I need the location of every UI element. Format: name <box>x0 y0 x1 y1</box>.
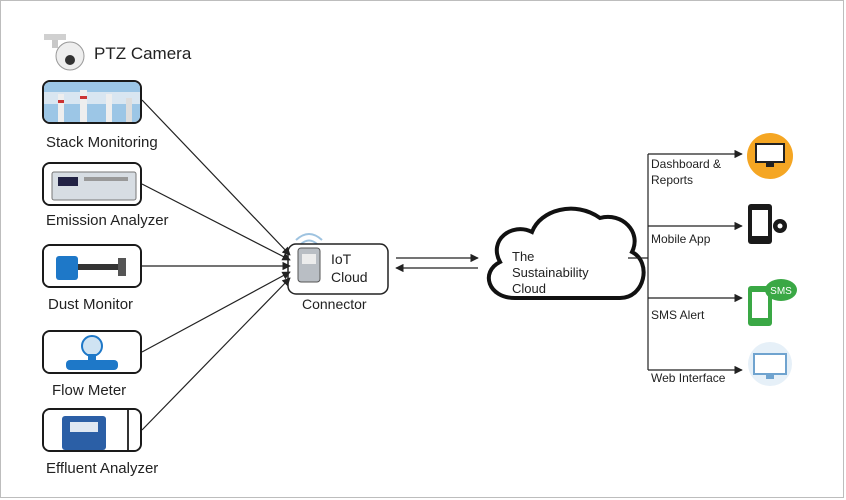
sustainability-cloud-shape <box>487 206 646 300</box>
arrow-emission-to-connector <box>141 183 291 261</box>
flow-meter-label: Flow Meter <box>52 382 127 399</box>
cloud-label-line1: The <box>512 249 535 264</box>
web-interface-label: Web Interface <box>651 371 726 385</box>
stack-monitoring-label: Stack Monitoring <box>46 134 158 151</box>
emission-analyzer-label: Emission Analyzer <box>46 212 169 229</box>
dashboard-label-line2: Reports <box>651 173 694 187</box>
cloud-label-line3: Cloud <box>512 281 546 296</box>
mobile-app-label: Mobile App <box>651 232 711 246</box>
flow-meter-image <box>42 330 142 374</box>
connector-label-line2: Cloud <box>331 269 368 285</box>
cloud-label-line2: Sustainability <box>512 265 589 280</box>
sms-alert-label: SMS Alert <box>651 308 705 322</box>
connector-label-line1: IoT <box>331 251 352 267</box>
ptz-camera-label: PTZ Camera <box>94 44 192 63</box>
dashboard-label-line1: Dashboard & <box>651 157 722 171</box>
arrow-effluent-to-connector <box>141 277 291 431</box>
sms-badge-text: SMS <box>770 286 792 297</box>
connector-label-line3: Connector <box>302 296 367 312</box>
effluent-analyzer-image <box>42 408 142 452</box>
effluent-analyzer-label: Effluent Analyzer <box>46 460 159 477</box>
stack-monitoring-image <box>42 80 142 124</box>
arrow-stack-to-connector <box>141 99 291 256</box>
dust-monitor-image <box>42 244 142 288</box>
emission-analyzer-image <box>42 162 142 206</box>
dust-monitor-label: Dust Monitor <box>48 296 134 313</box>
arrow-flow-to-connector <box>141 271 291 353</box>
